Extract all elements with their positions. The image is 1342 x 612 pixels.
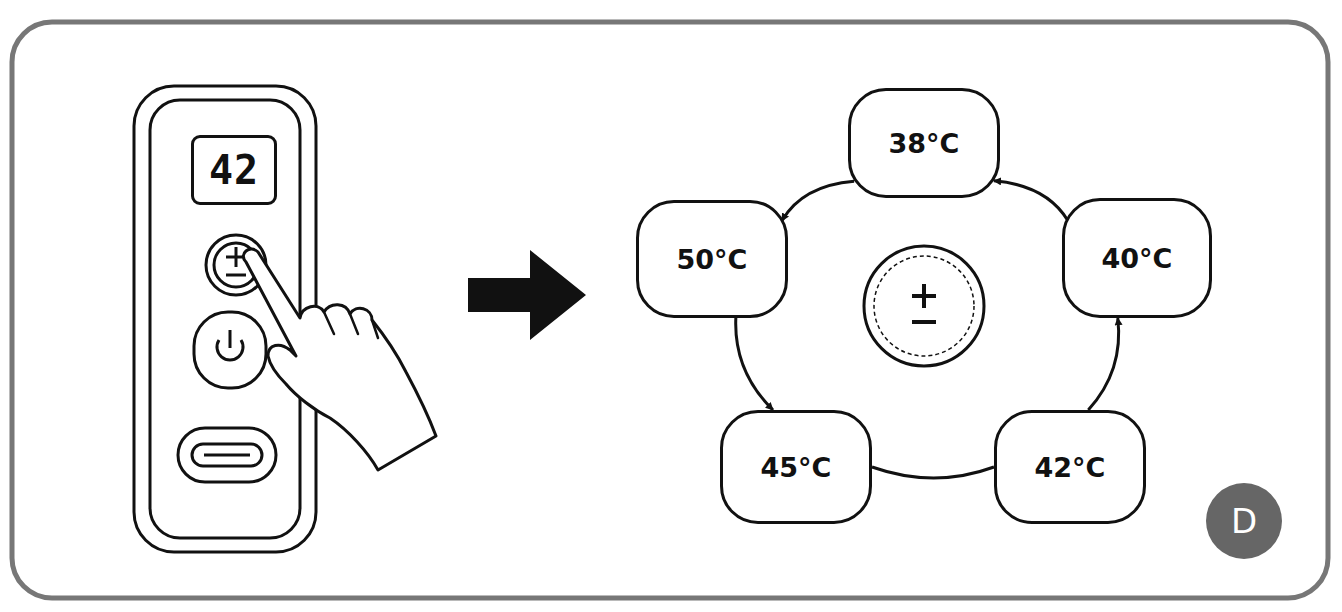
cycle-connector [872,467,994,478]
node-label: 42 [209,147,259,193]
cycle-connector [782,181,854,220]
plus-minus-symbol [864,246,984,366]
power-button [194,312,266,388]
usb-c-port [178,428,276,482]
temperature-box: 42°C [994,410,1146,524]
temperature-box: 38°C [848,88,1000,198]
figure-badge: D [1206,483,1282,559]
transition-arrow [468,250,586,340]
temperature-box: 50°C [636,200,788,318]
pointing-hand [243,249,436,470]
temperature-box: 45°C [720,410,872,524]
temperature-box: 40°C [1062,198,1212,318]
finger-creases [324,312,378,338]
node-label: 38°C [889,128,960,159]
cycle-connector [1088,318,1118,410]
node-label: D [1231,501,1257,541]
node-label: 42°C [1035,452,1106,483]
cycle-connector [994,181,1068,221]
cycle-connector [736,318,773,410]
frame [12,22,1328,598]
temperature-display: 42 [191,135,277,205]
node-label: 40°C [1102,243,1173,274]
node-label: 50°C [677,244,748,275]
node-label: 45°C [761,452,832,483]
